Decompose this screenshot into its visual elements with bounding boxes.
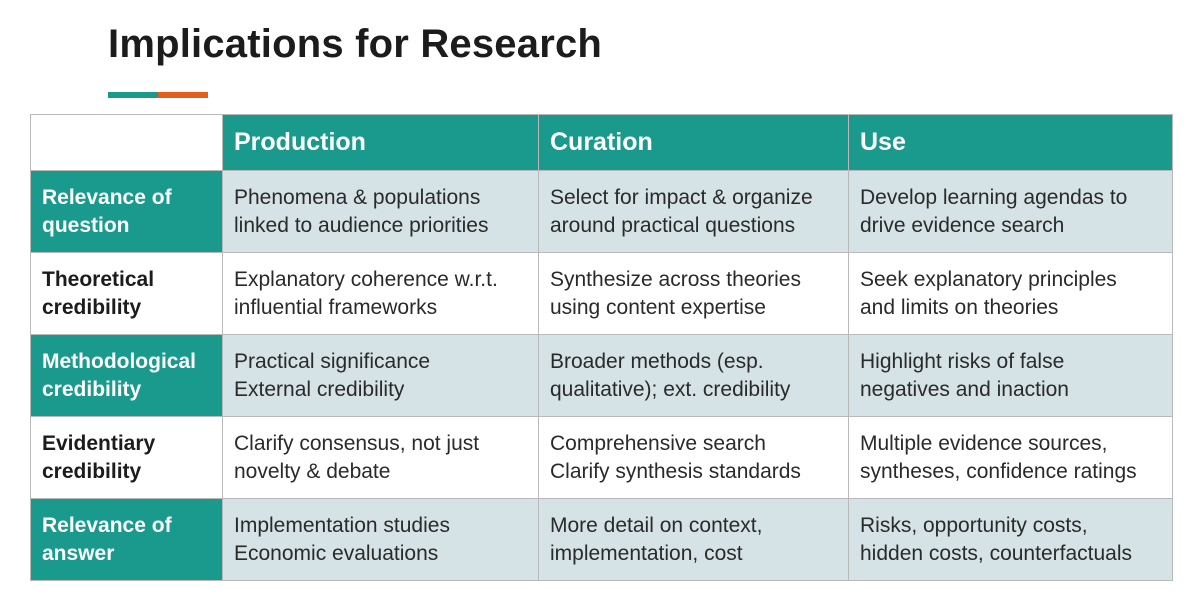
table-cell: Seek explanatory principles and limits o… [848, 252, 1173, 335]
table-cell: Implementation studies Economic evaluati… [222, 498, 539, 581]
cell-line: Comprehensive search [550, 431, 766, 455]
row-header-evidentiary-credibility: Evidentiary credibility [30, 416, 223, 499]
cell-line: implementation, cost [550, 541, 743, 565]
row-header-relevance-of-answer: Relevance of answer [30, 498, 223, 581]
table-cell: Synthesize across theories using content… [538, 252, 849, 335]
cell-line: influential frameworks [234, 295, 438, 319]
row-label-line: Theoretical [42, 267, 155, 291]
cell-line: Economic evaluations [234, 541, 439, 565]
row-label-line: credibility [42, 295, 142, 319]
table-row: Methodological credibility Practical sig… [30, 334, 1173, 417]
table-row: Theoretical credibility Explanatory cohe… [30, 252, 1173, 335]
slide-title: Implications for Research [108, 22, 603, 66]
row-header-methodological-credibility: Methodological credibility [30, 334, 223, 417]
table-cell: Comprehensive search Clarify synthesis s… [538, 416, 849, 499]
row-header-relevance-of-question: Relevance of question [30, 170, 223, 253]
table-row: Relevance of answer Implementation studi… [30, 498, 1173, 581]
table-cell: Highlight risks of false negatives and i… [848, 334, 1173, 417]
row-label-line: Relevance of [42, 513, 172, 537]
table-cell: Explanatory coherence w.r.t. influential… [222, 252, 539, 335]
cell-line: Implementation studies [234, 513, 450, 537]
cell-line: Clarify consensus, not just [234, 431, 480, 455]
table-row: Relevance of question Phenomena & popula… [30, 170, 1173, 253]
cell-line: Phenomena & populations [234, 185, 481, 209]
cell-line: drive evidence search [860, 213, 1065, 237]
implications-table: Production Curation Use Relevance of que… [30, 114, 1173, 581]
row-label-line: question [42, 213, 130, 237]
table-cell: Practical significance External credibil… [222, 334, 539, 417]
cell-line: around practical questions [550, 213, 796, 237]
cell-line: linked to audience priorities [234, 213, 489, 237]
table-corner-cell [30, 114, 223, 171]
title-accent-rule [108, 92, 208, 98]
cell-line: External credibility [234, 377, 405, 401]
table-cell: Phenomena & populations linked to audien… [222, 170, 539, 253]
cell-line: and limits on theories [860, 295, 1059, 319]
row-label-line: credibility [42, 459, 142, 483]
cell-line: syntheses, confidence ratings [860, 459, 1137, 483]
table-cell: Risks, opportunity costs, hidden costs, … [848, 498, 1173, 581]
row-header-theoretical-credibility: Theoretical credibility [30, 252, 223, 335]
accent-rule-teal [108, 92, 158, 98]
cell-line: Risks, opportunity costs, [860, 513, 1088, 537]
cell-line: hidden costs, counterfactuals [860, 541, 1132, 565]
cell-line: novelty & debate [234, 459, 391, 483]
row-label-line: credibility [42, 377, 142, 401]
cell-line: Select for impact & organize [550, 185, 813, 209]
table-cell: Broader methods (esp. qualitative); ext.… [538, 334, 849, 417]
cell-line: Multiple evidence sources, [860, 431, 1108, 455]
cell-line: Seek explanatory principles [860, 267, 1117, 291]
table-cell: Develop learning agendas to drive eviden… [848, 170, 1173, 253]
column-header-use: Use [848, 114, 1173, 171]
column-header-production: Production [222, 114, 539, 171]
row-label-line: Evidentiary [42, 431, 156, 455]
cell-line: Clarify synthesis standards [550, 459, 801, 483]
table-header-row: Production Curation Use [30, 114, 1173, 171]
cell-line: using content expertise [550, 295, 766, 319]
cell-line: Broader methods (esp. [550, 349, 764, 373]
table-row: Evidentiary credibility Clarify consensu… [30, 416, 1173, 499]
table-cell: More detail on context, implementation, … [538, 498, 849, 581]
row-label-line: Methodological [42, 349, 196, 373]
table-cell: Clarify consensus, not just novelty & de… [222, 416, 539, 499]
cell-line: Highlight risks of false [860, 349, 1065, 373]
table-cell: Select for impact & organize around prac… [538, 170, 849, 253]
row-label-line: Relevance of [42, 185, 172, 209]
row-label-line: answer [42, 541, 115, 565]
cell-line: Develop learning agendas to [860, 185, 1128, 209]
cell-line: Explanatory coherence w.r.t. [234, 267, 498, 291]
table-cell: Multiple evidence sources, syntheses, co… [848, 416, 1173, 499]
cell-line: negatives and inaction [860, 377, 1069, 401]
cell-line: More detail on context, [550, 513, 763, 537]
cell-line: Synthesize across theories [550, 267, 801, 291]
accent-rule-orange [158, 92, 208, 98]
column-header-curation: Curation [538, 114, 849, 171]
cell-line: Practical significance [234, 349, 431, 373]
cell-line: qualitative); ext. credibility [550, 377, 791, 401]
